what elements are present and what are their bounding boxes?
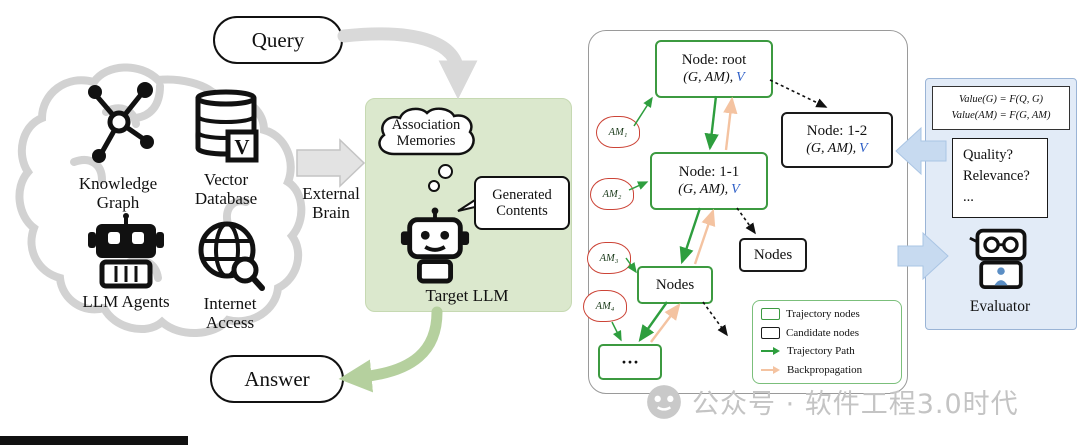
question-quality: Quality? bbox=[963, 147, 1013, 163]
node-value: V bbox=[736, 69, 745, 85]
node-1-2: Node: 1-2 (G, AM),V bbox=[781, 112, 893, 168]
internet-access-label: Internet Access bbox=[203, 294, 257, 333]
legend-label: Backpropagation bbox=[787, 363, 863, 376]
am-cloud-3-label: AM₃ bbox=[599, 252, 619, 264]
am-cloud-1-label: AM₁ bbox=[608, 126, 628, 138]
trajectory-path-arrow-icon bbox=[761, 347, 780, 356]
query-pill: Query bbox=[213, 16, 343, 64]
vector-letter: V bbox=[234, 135, 249, 159]
speech-bubble: Generated Contents bbox=[474, 176, 570, 230]
am-cloud-3: AM₃ bbox=[587, 242, 631, 274]
backpropagation-arrow-icon bbox=[761, 365, 780, 374]
trajectory-nodes-label: Nodes bbox=[655, 276, 695, 293]
am-cloud-2: AM₂ bbox=[590, 178, 634, 210]
llm-to-answer-arrow bbox=[338, 306, 443, 393]
evaluator-label: Evaluator bbox=[969, 298, 1031, 315]
node-root-title: Node: root bbox=[681, 52, 747, 69]
trajectory-node-swatch bbox=[761, 308, 780, 320]
query-to-llm-arrow bbox=[337, 27, 478, 100]
value-formula-2: Value(AM) = F(G, AM) bbox=[951, 110, 1051, 121]
am-cloud-2-label: AM₂ bbox=[602, 188, 622, 200]
question-ellipsis: ... bbox=[963, 189, 974, 206]
node-value: V bbox=[859, 140, 868, 156]
candidate-node-swatch bbox=[761, 326, 780, 339]
legend-item: Trajectory nodes bbox=[761, 308, 893, 320]
watermark: 公众号 · 软件工程3.0时代 bbox=[645, 382, 1019, 421]
legend-label: Trajectory nodes bbox=[786, 308, 860, 320]
evaluator-robot-icon bbox=[969, 228, 1027, 290]
ellipsis-node-box: ··· bbox=[598, 344, 662, 380]
am-cloud-1: AM₁ bbox=[596, 116, 640, 148]
candidate-nodes-label: Nodes bbox=[753, 246, 793, 263]
node-1-1-title: Node: 1-1 bbox=[678, 164, 740, 181]
evaluator-questions-box: Quality? Relevance? ... bbox=[952, 138, 1048, 218]
llm-agents-item: LLM Agents bbox=[78, 212, 174, 311]
legend: Trajectory nodes Candidate nodes Traject… bbox=[752, 300, 902, 384]
speech-bubble-text: Generated Contents bbox=[492, 186, 552, 219]
llm-agents-label: LLM Agents bbox=[82, 292, 170, 311]
watermark-text: 公众号 · 软件工程3.0时代 bbox=[692, 389, 1019, 420]
am-cloud-4-label: AM₄ bbox=[595, 300, 615, 312]
node-root-content: (G, AM),V bbox=[683, 70, 744, 86]
thought-cloud-icon bbox=[378, 107, 475, 156]
thought-bubble-text: Association Memories bbox=[391, 116, 461, 149]
legend-item: Candidate nodes bbox=[761, 326, 893, 339]
am-cloud-4: AM₄ bbox=[583, 290, 627, 322]
thought-trail-dot bbox=[438, 164, 453, 179]
internet-access-icon bbox=[198, 221, 265, 291]
ellipsis-label: ··· bbox=[620, 351, 639, 372]
node-pair: (G, AM), bbox=[806, 140, 857, 156]
black-bar bbox=[0, 436, 188, 445]
query-label: Query bbox=[251, 27, 305, 52]
knowledge-graph-icon bbox=[88, 82, 154, 163]
value-formula-1: Value(G) = F(Q, G) bbox=[958, 94, 1044, 106]
external-brain-label: External Brain bbox=[302, 184, 360, 223]
node-value: V bbox=[731, 181, 740, 197]
thought-bubble: Association Memories bbox=[372, 103, 480, 163]
answer-pill: Answer bbox=[210, 355, 344, 403]
trajectory-nodes-box: Nodes bbox=[637, 266, 713, 304]
knowledge-graph-label: Knowledge Graph bbox=[78, 174, 158, 213]
candidate-nodes-box: Nodes bbox=[739, 238, 807, 272]
internet-access-item: Internet Access bbox=[186, 218, 274, 332]
watermark-logo-icon bbox=[647, 384, 681, 419]
target-llm-robot-icon bbox=[400, 207, 470, 284]
answer-label: Answer bbox=[244, 366, 310, 391]
thought-trail-dot bbox=[428, 180, 440, 192]
value-formula-box: Value(G) = F(Q, G) Value(AM) = F(G, AM) bbox=[932, 86, 1070, 130]
legend-label: Trajectory Path bbox=[787, 345, 855, 358]
speech-bubble-tail bbox=[457, 198, 476, 212]
target-llm-label: Target LLM bbox=[425, 286, 509, 305]
node-1-1: Node: 1-1 (G, AM),V bbox=[650, 152, 768, 210]
question-relevance: Relevance? bbox=[963, 168, 1030, 185]
knowledge-graph-item: Knowledge Graph bbox=[62, 80, 174, 212]
legend-item: Backpropagation bbox=[761, 364, 893, 376]
vector-database-icon: V bbox=[195, 89, 259, 163]
llm-agents-robot-icon bbox=[88, 213, 164, 289]
node-root: Node: root (G, AM),V bbox=[655, 40, 773, 98]
node-1-2-title: Node: 1-2 bbox=[806, 123, 868, 140]
node-1-1-content: (G, AM),V bbox=[678, 182, 739, 198]
node-1-2-content: (G, AM),V bbox=[806, 141, 867, 157]
legend-item: Trajectory Path bbox=[761, 345, 893, 357]
vector-database-label: Vector Database bbox=[194, 170, 258, 209]
legend-label: Candidate nodes bbox=[786, 326, 860, 339]
vector-database-item: V Vector Database bbox=[182, 84, 270, 208]
node-pair: (G, AM), bbox=[678, 181, 729, 197]
node-pair: (G, AM), bbox=[683, 69, 734, 85]
